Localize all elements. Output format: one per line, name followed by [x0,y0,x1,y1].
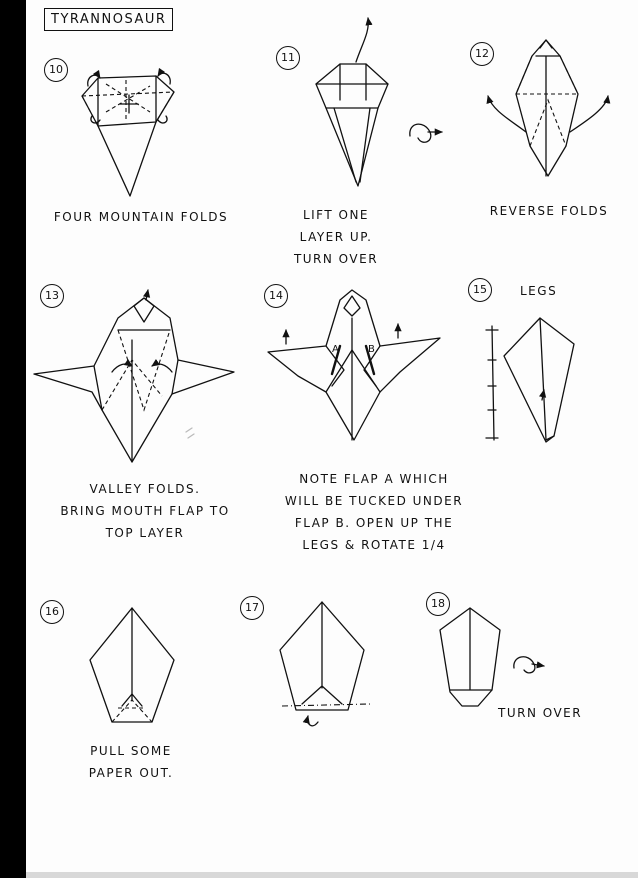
page-title: TYRANNOSAUR [44,8,174,31]
page-edge [26,872,638,878]
step-number-11: 11 [276,46,300,70]
caption-line: FLAP B. OPEN UP THE [294,516,454,530]
step-12-caption: REVERSE FOLDS [474,200,624,222]
step-10-outline [81,75,175,197]
caption-line: REVERSE FOLDS [489,204,609,218]
fold-arrow-icon [151,358,173,373]
step-11-outline [315,63,389,187]
step-number-14: 14 [264,284,288,308]
step-number-12: 12 [470,42,494,66]
fold-arrow-icon [87,69,101,87]
caption-line: NOTE FLAP A WHICH [299,472,449,486]
step-number-15: 15 [468,278,492,302]
caption-line: LIFT ONE [302,208,370,222]
step-17-fold-line [281,703,371,707]
step-17-outline [279,601,365,711]
step-13-diagram [33,289,235,463]
step-16-caption: PULL SOME PAPER OUT. [76,740,186,784]
flap-b-label: B [368,344,375,355]
lift-arrow-icon [355,17,373,63]
step-18-caption: TURN OVER [498,706,583,720]
step-13-outline [33,297,235,463]
diagram-canvas [33,17,611,727]
caption-line: TURN OVER [293,252,379,266]
step-number-13: 13 [40,284,64,308]
step-10-diagram [81,67,175,197]
caption-line: LAYER UP. [299,230,373,244]
step-12-diagram [486,39,611,177]
step-number-10: 10 [44,58,68,82]
caption-line: LEGS & ROTATE 1/4 [302,538,446,552]
fold-arrow-icon [111,358,133,373]
turn-over-arrow-icon [513,656,536,674]
step-13-caption: VALLEY FOLDS. BRING MOUTH FLAP TO TOP LA… [40,478,250,544]
flap-a-label: A [332,344,339,355]
step-number-16: 16 [40,600,64,624]
turn-over-arrow-icon [409,123,432,143]
fold-arrow-icon [157,67,171,85]
caption-line: PULL SOME [90,744,172,758]
step-17-diagram [279,601,371,727]
caption-line: WILL BE TUCKED UNDER [284,494,464,508]
step-number-18: 18 [426,592,450,616]
step-number-17: 17 [240,596,264,620]
step-15-diagram [485,317,575,443]
caption-line: FOUR MOUNTAIN FOLDS [53,210,229,224]
step-10-caption: FOUR MOUNTAIN FOLDS [46,206,236,228]
step-11-caption: LIFT ONE LAYER UP. TURN OVER [286,204,386,270]
step-14-outline [267,289,441,441]
step-14-diagram [267,289,441,441]
step-15-outline [503,317,575,443]
step-18-outline [439,607,501,707]
step-16-diagram [89,607,175,723]
step-15-heading: LEGS [520,284,558,298]
fold-arrow-icon [302,715,319,727]
step-11-diagram [315,17,443,187]
leg-ruler [485,325,499,441]
step-18-diagram [439,607,545,707]
caption-line: BRING MOUTH FLAP TO [60,504,230,518]
reverse-fold-arrow-icon [486,95,527,133]
instruction-sheet: TYRANNOSAUR 10 11 12 13 14 15 16 17 18 F… [26,0,638,872]
step-12-outline [515,39,579,177]
step-14-caption: NOTE FLAP A WHICH WILL BE TUCKED UNDER F… [274,468,474,556]
caption-line: PAPER OUT. [88,766,174,780]
caption-line: VALLEY FOLDS. [89,482,201,496]
step-16-outline [89,607,175,723]
reverse-fold-arrow-icon [569,95,611,133]
caption-line: TOP LAYER [105,526,185,540]
